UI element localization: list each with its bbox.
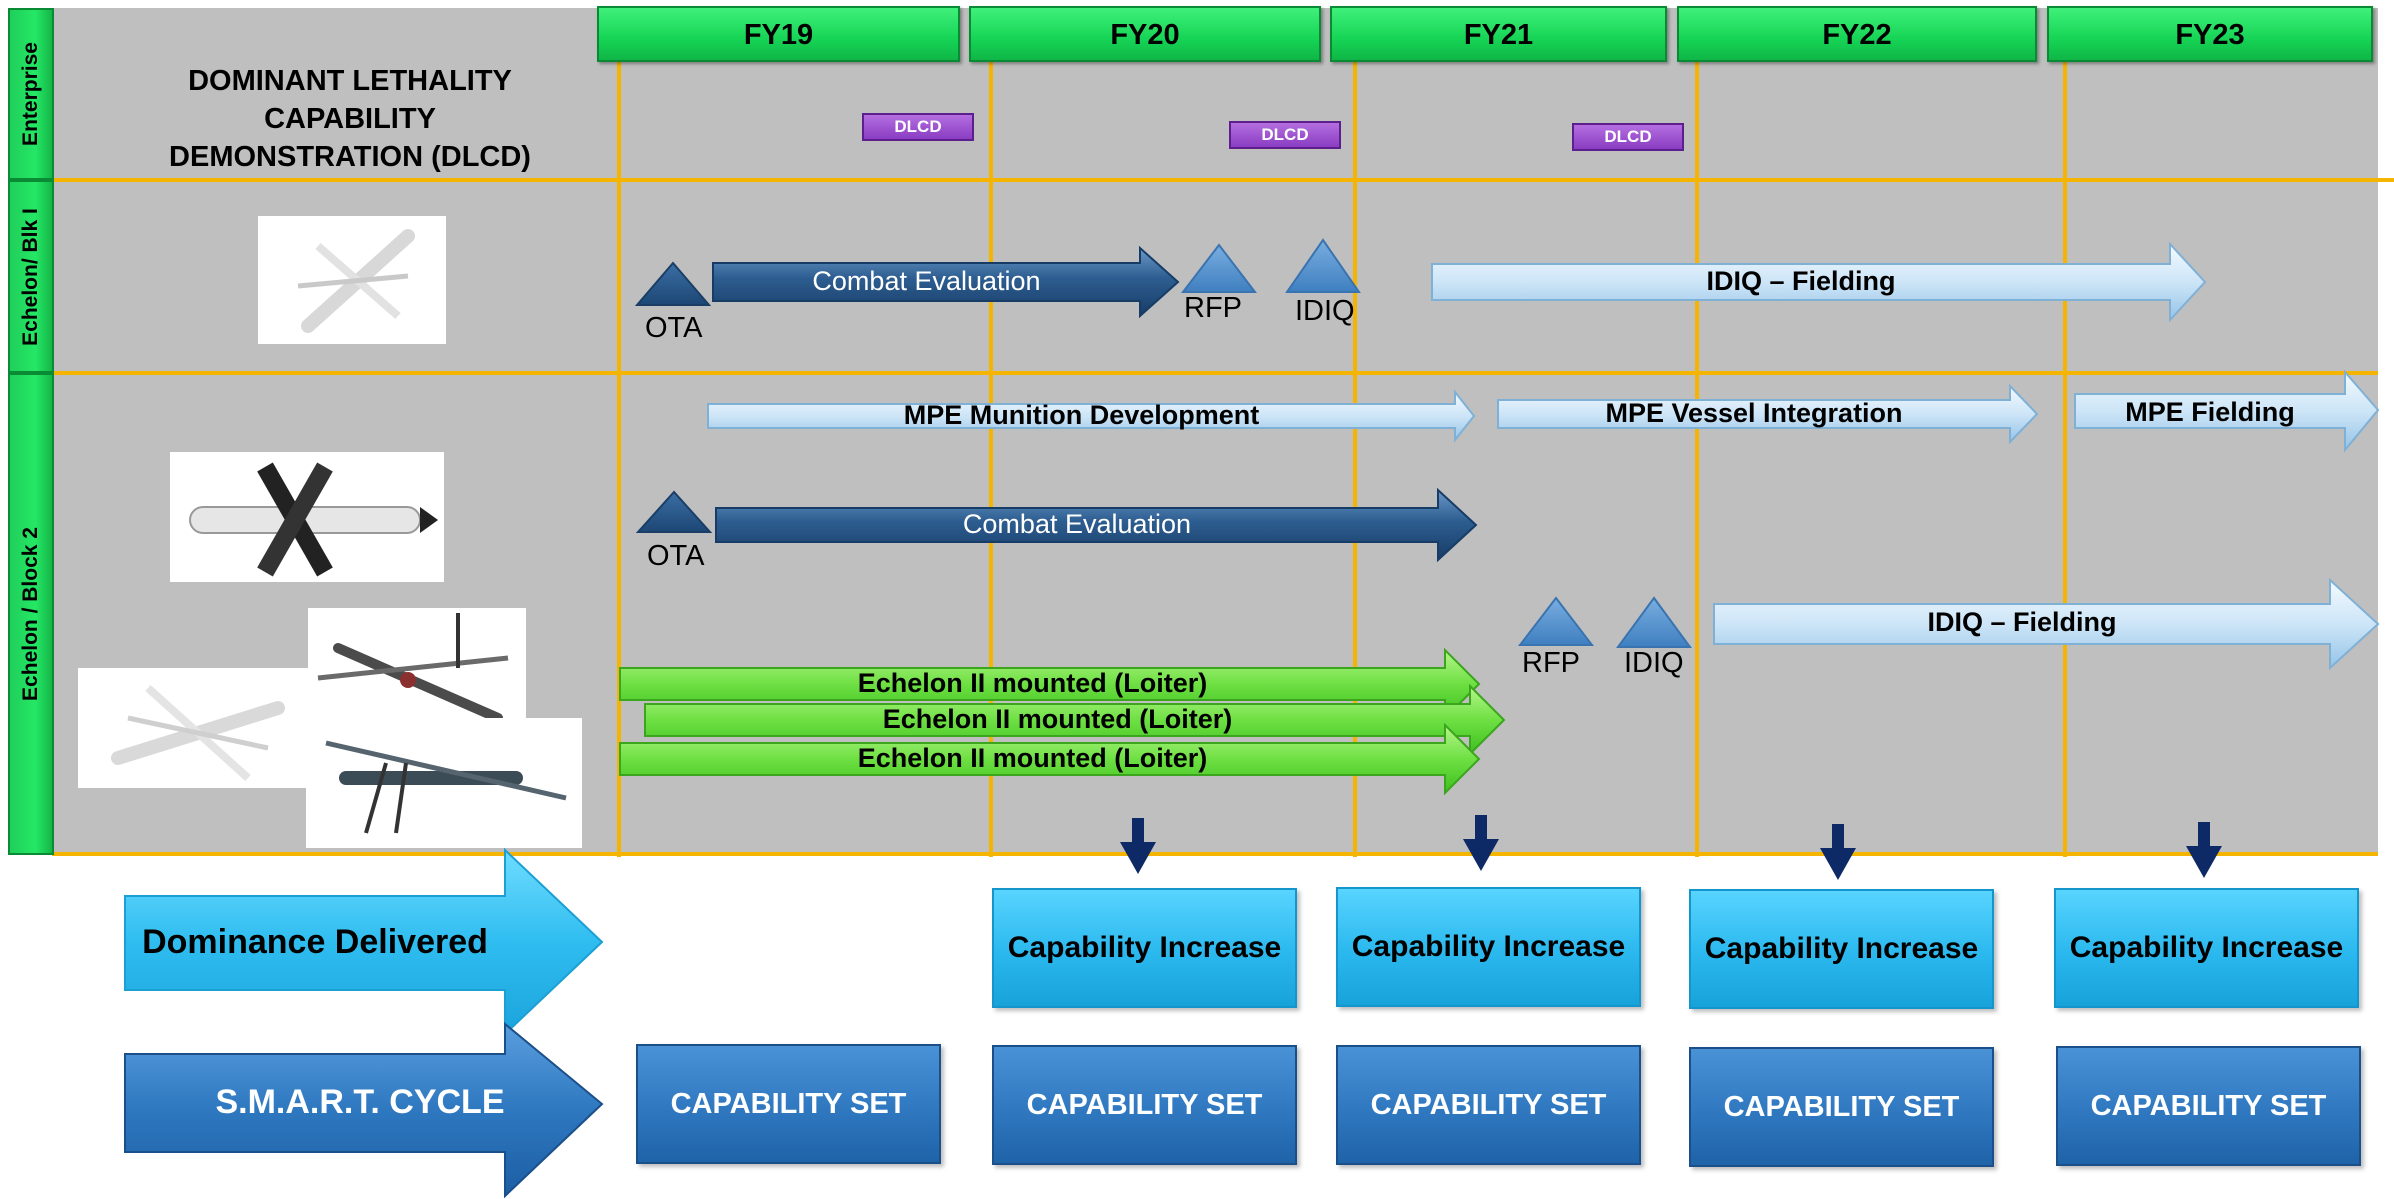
combat-evaluation-arrow xyxy=(712,245,1180,319)
ota-triangle xyxy=(635,490,713,533)
dominance-delivered-label: Dominance Delivered xyxy=(142,923,488,961)
down-arrow-icon xyxy=(1463,815,1499,871)
capability-increase-box: Capability Increase xyxy=(1336,887,1641,1007)
rfp-label: RFP xyxy=(1184,292,1242,324)
drone-image xyxy=(306,718,582,848)
capability-set-box: CAPABILITY SET xyxy=(1336,1045,1641,1165)
mpe-vessel-arrow xyxy=(1497,383,2039,445)
mpe-fielding-label: MPE Fielding xyxy=(2125,397,2295,427)
smart-cycle-label: S.M.A.R.T. CYCLE xyxy=(215,1083,505,1121)
column-divider xyxy=(1353,62,1357,857)
idiq-triangle xyxy=(1285,238,1361,293)
capability-set-box: CAPABILITY SET xyxy=(992,1045,1297,1165)
enterprise-title-line: DOMINANT LETHALITY CAPABILITY xyxy=(188,65,512,135)
rfp-label: RFP xyxy=(1522,647,1580,679)
down-arrow-icon xyxy=(1120,818,1156,874)
loiter-label: Echelon II mounted (Loiter) xyxy=(882,704,1233,734)
row-label-echelon-blk1: Echelon/ Blk I xyxy=(8,180,54,373)
column-divider xyxy=(617,62,621,857)
dlcd-milestone: DLCD xyxy=(1229,121,1341,149)
loiter-arrow xyxy=(619,722,1481,796)
fy-header-fy20: FY20 xyxy=(969,6,1321,62)
enterprise-title: DOMINANT LETHALITY CAPABILITY DEMONSTRAT… xyxy=(100,62,600,176)
dominance-delivered-arrow xyxy=(124,847,604,1037)
enterprise-title-line: DEMONSTRATION (DLCD) xyxy=(169,141,531,173)
idiq-fielding-arrow xyxy=(1431,241,2207,323)
idiq-label: IDIQ xyxy=(1624,647,1684,679)
rfp-triangle xyxy=(1180,243,1258,293)
dlcd-milestone: DLCD xyxy=(862,113,974,141)
mpe-munition-label: MPE Munition Development xyxy=(903,400,1260,430)
column-divider xyxy=(989,62,993,857)
row-divider xyxy=(52,178,2394,182)
fy-header-fy22: FY22 xyxy=(1677,6,2037,62)
idiq-triangle xyxy=(1616,596,1692,648)
dlcd-milestone: DLCD xyxy=(1572,123,1684,151)
ota-triangle xyxy=(634,261,712,306)
mpe-munition-arrow xyxy=(707,389,1476,443)
mpe-vessel-label: MPE Vessel Integration xyxy=(1605,398,1903,428)
row-label-echelon-block2: Echelon / Block 2 xyxy=(8,373,54,855)
capability-set-box: CAPABILITY SET xyxy=(1689,1047,1994,1167)
down-arrow-icon xyxy=(1820,824,1856,880)
idiq-fielding-label: IDIQ – Fielding xyxy=(1927,607,2117,637)
rfp-triangle xyxy=(1517,596,1595,646)
column-divider xyxy=(1695,62,1699,857)
ota-label: OTA xyxy=(645,312,703,344)
loiter-label: Echelon II mounted (Loiter) xyxy=(857,743,1208,773)
fy-header-fy21: FY21 xyxy=(1330,6,1667,62)
loiter-arrow xyxy=(644,683,1506,757)
fy-header-fy19: FY19 xyxy=(597,6,960,62)
idiq-label: IDIQ xyxy=(1295,295,1355,327)
mpe-fielding-arrow xyxy=(2074,369,2380,453)
row-label-enterprise: Enterprise xyxy=(8,8,54,180)
capability-increase-box: Capability Increase xyxy=(992,888,1297,1008)
capability-increase-box: Capability Increase xyxy=(1689,889,1994,1009)
row-divider xyxy=(52,852,2378,856)
capability-set-box: CAPABILITY SET xyxy=(636,1044,941,1164)
column-divider xyxy=(2063,62,2067,857)
munition-image xyxy=(170,452,444,582)
ota-label: OTA xyxy=(647,540,705,572)
down-arrow-icon xyxy=(2186,822,2222,878)
drone-image xyxy=(308,608,526,736)
combat-evaluation-label: Combat Evaluation xyxy=(962,509,1192,539)
combat-evaluation-label: Combat Evaluation xyxy=(812,266,1041,296)
capability-set-box: CAPABILITY SET xyxy=(2056,1046,2361,1166)
drone-image xyxy=(258,216,446,344)
loiter-arrow xyxy=(619,647,1481,721)
smart-cycle-arrow xyxy=(124,1021,604,1199)
idiq-fielding-arrow xyxy=(1713,577,2380,671)
drone-image xyxy=(78,668,308,788)
capability-increase-box: Capability Increase xyxy=(2054,888,2359,1008)
idiq-fielding-label: IDIQ – Fielding xyxy=(1706,266,1896,296)
fy-header-fy23: FY23 xyxy=(2047,6,2373,62)
combat-evaluation-arrow xyxy=(715,487,1478,563)
row-divider xyxy=(52,371,2378,375)
loiter-label: Echelon II mounted (Loiter) xyxy=(857,668,1208,698)
